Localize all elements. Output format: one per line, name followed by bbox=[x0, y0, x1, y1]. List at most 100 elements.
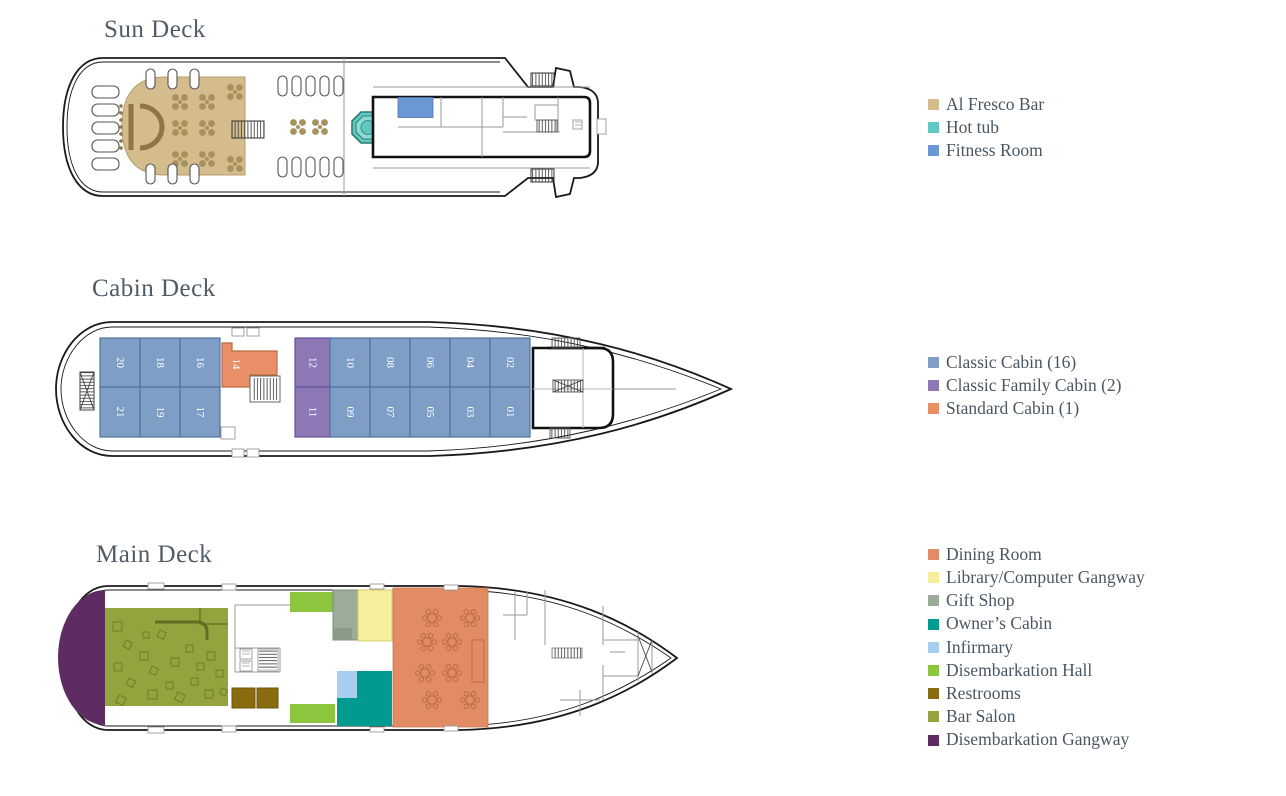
table-cluster-icon bbox=[199, 94, 215, 110]
legend-swatch bbox=[928, 572, 939, 584]
deck-chair-icon bbox=[319, 75, 330, 97]
gangway-stairs-icon bbox=[530, 72, 555, 87]
cabin-deck-legend: Classic Cabin (16)Classic Family Cabin (… bbox=[928, 351, 1121, 421]
legend-label: Infirmary bbox=[946, 636, 1014, 657]
cabin-19 bbox=[139, 386, 181, 438]
legend-swatch bbox=[928, 688, 939, 700]
cabin-number: 03 bbox=[464, 407, 476, 419]
legend-swatch bbox=[928, 618, 939, 630]
bar-stools bbox=[119, 104, 123, 150]
legend-item: Library/Computer Gangway bbox=[928, 566, 1145, 589]
infirmary-zone bbox=[337, 671, 357, 698]
main-deck-diagram bbox=[57, 582, 679, 734]
disembarkation-hall-zone bbox=[290, 704, 335, 723]
cabin-number: 18 bbox=[154, 357, 166, 369]
bar-counter bbox=[128, 103, 165, 151]
salon-furniture-icon bbox=[218, 687, 229, 697]
legend-swatch bbox=[928, 734, 939, 746]
legend-swatch bbox=[928, 641, 939, 653]
salon-furniture-icon bbox=[122, 639, 134, 650]
cabin-number: 01 bbox=[504, 407, 516, 418]
legend-item: Standard Cabin (1) bbox=[928, 397, 1121, 420]
salon-furniture-icon bbox=[113, 662, 123, 672]
fitness-room-zone bbox=[397, 97, 434, 118]
legend-item: Infirmary bbox=[928, 636, 1145, 659]
deck-chair-icon bbox=[305, 75, 316, 97]
dining-table-icon bbox=[459, 608, 481, 628]
cabin-number: 10 bbox=[344, 357, 356, 369]
table-cluster-icon bbox=[227, 156, 243, 172]
gangway-stairs-icon bbox=[530, 168, 555, 183]
sun-deck-title: Sun Deck bbox=[104, 16, 206, 43]
stairs-icon bbox=[551, 337, 581, 349]
cabin-number: 05 bbox=[424, 407, 436, 419]
cabin-10 bbox=[329, 337, 371, 388]
cabin-number: 06 bbox=[424, 357, 436, 369]
dining-table-icon bbox=[441, 632, 463, 652]
legend-label: Standard Cabin (1) bbox=[946, 398, 1080, 419]
table-cluster-icon bbox=[172, 151, 188, 167]
cabin-08 bbox=[369, 337, 411, 388]
legend-swatch bbox=[928, 403, 939, 415]
door-mark bbox=[220, 426, 236, 440]
salon-furniture-icon bbox=[125, 677, 137, 688]
deck-chair-icon bbox=[145, 163, 156, 185]
dining-room-zone bbox=[392, 587, 489, 728]
table-cluster-icon bbox=[199, 120, 215, 136]
disembarkation-hall-zone bbox=[290, 592, 336, 612]
restroom-zone bbox=[231, 687, 256, 709]
dining-table-icon bbox=[416, 632, 438, 652]
cabin-02 bbox=[489, 337, 531, 388]
cabin-number: 12 bbox=[307, 357, 319, 368]
salon-furniture-icon bbox=[165, 681, 174, 690]
dining-table-icon bbox=[421, 690, 443, 710]
salon-furniture-icon bbox=[170, 657, 180, 667]
legend-label: Disembarkation Hall bbox=[946, 659, 1093, 680]
deck-chair-icon bbox=[291, 75, 302, 97]
cabin-number: 11 bbox=[307, 407, 319, 418]
cabin-21 bbox=[99, 386, 141, 438]
cabin-number: 16 bbox=[194, 357, 206, 369]
deck-chair-icon bbox=[167, 163, 178, 185]
disembarkation-gangway-zone bbox=[57, 590, 105, 725]
cabin-number: 14 bbox=[230, 359, 242, 371]
stairs-icon bbox=[231, 120, 265, 139]
bar-salon-furniture bbox=[112, 621, 229, 707]
dining-table-icon bbox=[441, 663, 463, 683]
salon-furniture-icon bbox=[148, 665, 160, 676]
deck-chairs bbox=[145, 68, 344, 185]
cabin-01 bbox=[489, 386, 531, 438]
legend-swatch bbox=[928, 711, 939, 723]
table-cluster-icon bbox=[312, 119, 328, 135]
cabin-17 bbox=[179, 386, 221, 438]
salon-furniture-icon bbox=[190, 677, 199, 686]
sun-lounger-icon bbox=[91, 103, 120, 117]
legend-item: Hot tub bbox=[928, 116, 1044, 139]
dining-table-icon bbox=[421, 608, 443, 628]
table-cluster-icon bbox=[290, 119, 306, 135]
stern-platform bbox=[596, 118, 607, 135]
cabin-04 bbox=[449, 337, 491, 388]
legend-label: Classic Cabin (16) bbox=[946, 351, 1077, 372]
legend-item: Classic Cabin (16) bbox=[928, 351, 1121, 374]
cabin-number: 09 bbox=[344, 407, 356, 419]
legend-item: Fitness Room bbox=[928, 139, 1044, 162]
deck-marks bbox=[147, 582, 459, 734]
table-cluster-icon bbox=[227, 84, 243, 100]
library-zone bbox=[357, 589, 393, 642]
deck-chair-icon bbox=[167, 68, 178, 90]
stairs-icon bbox=[252, 378, 278, 400]
gift-shop-counter bbox=[333, 628, 352, 640]
cabin-number: 21 bbox=[114, 407, 126, 418]
cabin-number: 04 bbox=[464, 357, 476, 369]
legend-item: Bar Salon bbox=[928, 705, 1145, 728]
legend-label: Restrooms bbox=[946, 682, 1021, 703]
table-cluster-icon bbox=[199, 151, 215, 167]
deck-chair-icon bbox=[291, 156, 302, 178]
stairs-icon bbox=[259, 650, 277, 670]
sun-lounger-icon bbox=[91, 121, 120, 135]
